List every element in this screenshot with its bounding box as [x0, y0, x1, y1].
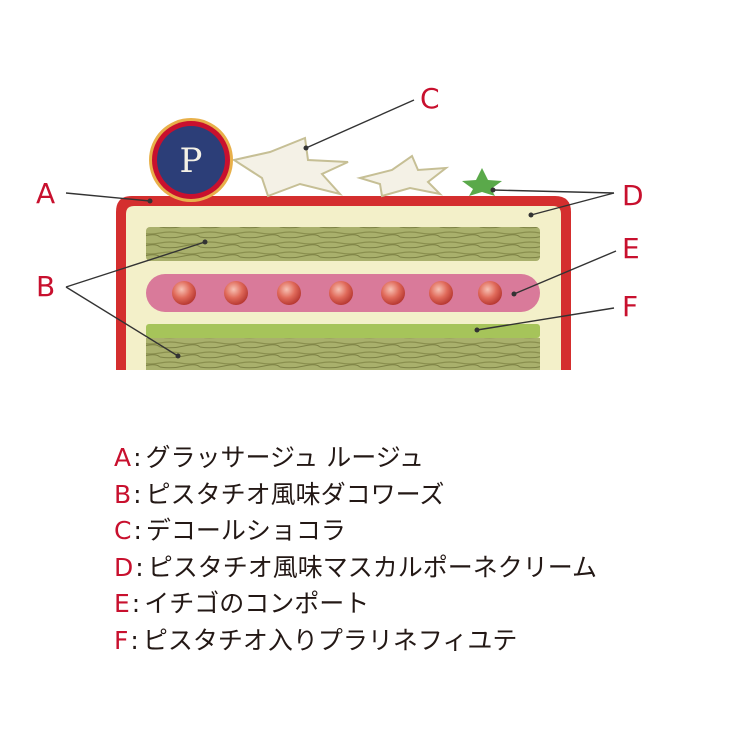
leader-f: [476, 307, 615, 331]
legend-text: ピスタチオ風味ダコワーズ: [145, 479, 445, 509]
legend-letter: B: [114, 479, 132, 509]
legend-text: ピスタチオ入りプラリネフィユテ: [142, 625, 518, 655]
logo-letter: P: [180, 141, 203, 181]
legend-separator: :: [133, 443, 142, 472]
legend-text: デコールショコラ: [145, 516, 346, 545]
leader-b-bottom: [65, 286, 179, 357]
logo-plaque: P: [149, 118, 233, 202]
callout-c: C: [420, 82, 440, 115]
strawberry-pieces: [172, 281, 502, 305]
leader-c: [305, 99, 415, 149]
dacquoise-bottom-layer: [146, 338, 540, 370]
leader-d-top: [492, 189, 615, 194]
strawberry-piece: [429, 281, 453, 305]
legend-separator: :: [135, 552, 144, 582]
legend-separator: :: [133, 516, 142, 545]
legend-list: A:グラッサージュ ルージュ B:ピスタチオ風味ダコワーズ C:デコールショコラ…: [114, 440, 597, 659]
white-star-large: [231, 136, 349, 198]
leader-a: [65, 192, 151, 202]
strawberry-piece: [224, 281, 248, 305]
strawberry-piece: [478, 281, 502, 305]
star-decorations: [231, 136, 502, 198]
leader-lines: [65, 99, 617, 359]
legend-letter: F: [114, 625, 129, 655]
callout-e: E: [622, 232, 640, 265]
legend-item-b: B:ピスタチオ風味ダコワーズ: [114, 477, 597, 514]
legend-item-e: E:イチゴのコンポート: [114, 586, 597, 623]
legend-text: グラッサージュ ルージュ: [145, 443, 424, 472]
legend-item-a: A:グラッサージュ ルージュ: [114, 440, 597, 477]
leader-d-inner: [530, 192, 615, 216]
legend-item-f: F:ピスタチオ入りプラリネフィユテ: [114, 623, 597, 660]
strawberry-piece: [329, 281, 353, 305]
legend-separator: :: [133, 479, 142, 509]
strawberry-piece: [381, 281, 405, 305]
legend-item-c: C:デコールショコラ: [114, 513, 597, 550]
legend-letter: E: [114, 589, 130, 618]
callout-a: A: [36, 177, 55, 210]
legend-text: イチゴのコンポート: [144, 589, 370, 618]
callout-d: D: [622, 179, 644, 212]
legend-text: ピスタチオ風味マスカルポーネクリーム: [147, 552, 597, 582]
green-star: [462, 168, 502, 196]
leader-e: [513, 250, 617, 295]
legend-letter: D: [114, 552, 134, 582]
legend-separator: :: [130, 625, 139, 655]
white-star-small: [356, 154, 450, 198]
leader-b-top: [65, 241, 206, 288]
legend-separator: :: [131, 589, 141, 618]
legend-item-d: D:ピスタチオ風味マスカルポーネクリーム: [114, 550, 597, 587]
callout-f: F: [622, 290, 638, 323]
dacquoise-top-layer: [146, 227, 540, 261]
feuillete-layer: [146, 324, 540, 338]
callout-b: B: [36, 270, 55, 303]
strawberry-piece: [172, 281, 196, 305]
legend-letter: A: [114, 443, 132, 472]
legend-letter: C: [114, 516, 132, 545]
strawberry-piece: [277, 281, 301, 305]
